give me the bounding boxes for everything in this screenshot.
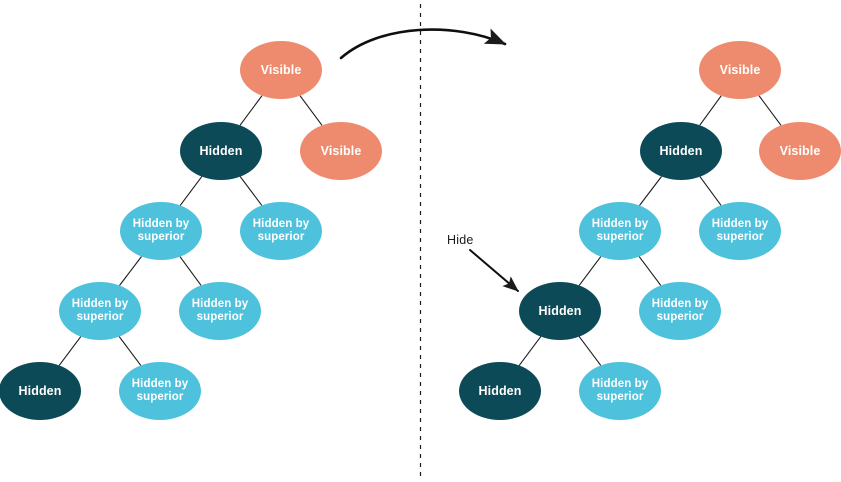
node-label: Visible [779, 144, 821, 158]
tree-edge [758, 95, 782, 126]
right-tree-node-visible[interactable]: Visible [699, 41, 781, 99]
node-label: Hidden [18, 384, 62, 398]
left-tree-node-visible[interactable]: Visible [240, 41, 322, 99]
right-tree-node-visible[interactable]: Visible [759, 122, 841, 180]
node-label: Hidden by superior [591, 378, 649, 403]
node-label: Hidden by superior [132, 218, 190, 243]
tree-edge [638, 256, 662, 286]
tree-edge [518, 336, 542, 366]
tree-edge [699, 176, 722, 206]
node-label: Hidden [659, 144, 703, 158]
node-label: Visible [260, 63, 302, 77]
left-tree-node-hidden-by-superior[interactable]: Hidden by superior [59, 282, 141, 340]
tree-edge [639, 176, 662, 206]
tree-edge [119, 256, 142, 286]
tree-edge [699, 95, 722, 126]
tree-edge [578, 336, 602, 366]
right-tree-node-hidden[interactable]: Hidden [459, 362, 541, 420]
node-label: Hidden [478, 384, 522, 398]
left-tree-node-hidden-by-superior[interactable]: Hidden by superior [179, 282, 261, 340]
tree-edge [179, 256, 202, 286]
left-tree-node-hidden-by-superior[interactable]: Hidden by superior [240, 202, 322, 260]
left-tree-node-hidden-by-superior[interactable]: Hidden by superior [119, 362, 201, 420]
hide-annotation-label: Hide [447, 233, 474, 247]
left-tree-node-hidden[interactable]: Hidden [0, 362, 81, 420]
tree-edge [299, 95, 323, 126]
left-tree-node-visible[interactable]: Visible [300, 122, 382, 180]
tree-edge [179, 176, 203, 206]
node-label: Visible [320, 144, 362, 158]
node-label: Hidden by superior [591, 218, 649, 243]
right-tree-node-hidden-by-superior[interactable]: Hidden by superior [579, 202, 661, 260]
tree-edge [58, 336, 82, 366]
tree-edge [239, 176, 263, 206]
node-label: Hidden by superior [651, 298, 709, 323]
node-label: Hidden by superior [131, 378, 189, 403]
tree-edge [118, 336, 142, 366]
node-label: Hidden by superior [711, 218, 769, 243]
tree-edge [578, 256, 602, 286]
right-tree-node-hidden-by-superior[interactable]: Hidden by superior [699, 202, 781, 260]
right-tree-node-hidden[interactable]: Hidden [519, 282, 601, 340]
node-label: Hidden by superior [191, 298, 249, 323]
hide-pointer-arrow [469, 249, 519, 292]
left-tree-node-hidden[interactable]: Hidden [180, 122, 262, 180]
node-label: Hidden [199, 144, 243, 158]
node-label: Hidden [538, 304, 582, 318]
node-label: Hidden by superior [252, 218, 310, 243]
right-tree-node-hidden-by-superior[interactable]: Hidden by superior [579, 362, 661, 420]
right-tree-node-hidden[interactable]: Hidden [640, 122, 722, 180]
tree-edge [239, 95, 263, 126]
left-tree-node-hidden-by-superior[interactable]: Hidden by superior [120, 202, 202, 260]
node-label: Visible [719, 63, 761, 77]
transform-curved-arrow [339, 28, 507, 60]
right-tree-node-hidden-by-superior[interactable]: Hidden by superior [639, 282, 721, 340]
node-label: Hidden by superior [71, 298, 129, 323]
